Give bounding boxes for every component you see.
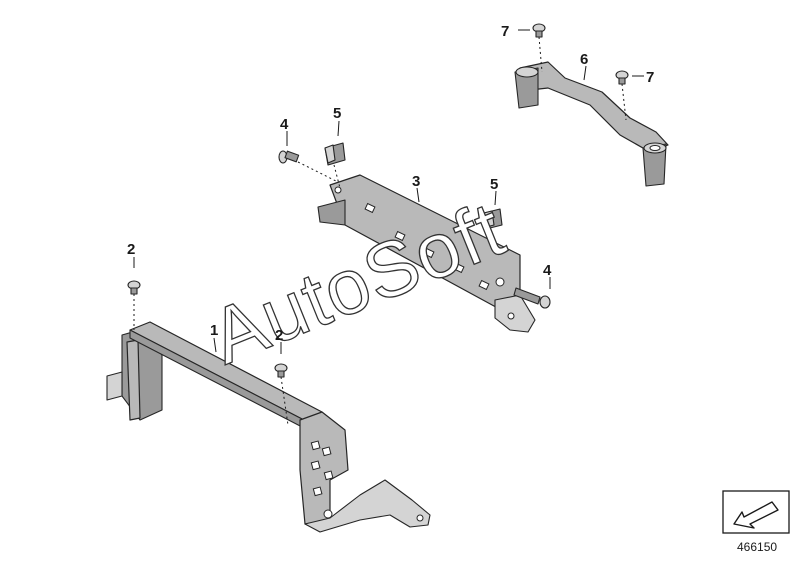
part-1-lower-bracket	[106, 321, 431, 533]
callout-5-lower: 5	[490, 176, 498, 193]
clip-nut-5-lower	[483, 208, 503, 230]
callout-5-upper: 5	[333, 105, 341, 122]
part-3-middle-bracket	[317, 174, 536, 333]
diagram-number: 466150	[737, 540, 778, 554]
screw-7-top	[532, 23, 546, 73]
callout-6: 6	[580, 51, 588, 68]
callout-4-upper: 4	[280, 116, 289, 133]
part-6-upper-bracket	[514, 61, 669, 187]
callout-2-right: 2	[275, 327, 283, 344]
callout-2-left: 2	[127, 241, 135, 258]
callout-7-right: 7	[646, 69, 654, 86]
screw-7-right	[615, 70, 629, 121]
nav-arrow-icon	[722, 490, 790, 534]
callout-1: 1	[210, 322, 218, 339]
screw-2-left	[127, 280, 141, 330]
callout-7-top: 7	[501, 23, 509, 40]
screw-4-upper	[278, 150, 339, 183]
screw-4-lower	[513, 287, 551, 309]
callout-3: 3	[412, 173, 420, 190]
callout-4-lower: 4	[543, 262, 552, 279]
clip-nut-5-upper	[324, 142, 346, 189]
screw-2-right	[274, 363, 289, 426]
